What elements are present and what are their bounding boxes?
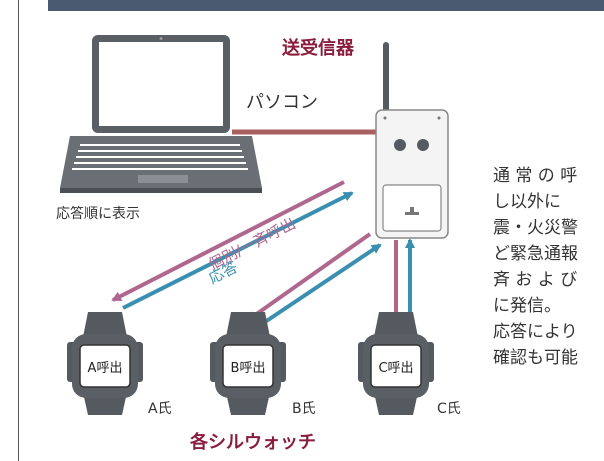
call-arrow-b — [246, 232, 372, 322]
display-order-label: 応答順に表示 — [56, 206, 140, 222]
description-line: し以外に — [493, 192, 561, 212]
description-line: ど緊急通報 — [493, 244, 578, 264]
description-line: 斉 お よ び — [493, 270, 578, 290]
transceiver-device — [375, 109, 449, 239]
response-arrow-b — [254, 243, 382, 330]
watches-caption: 各シルウォッチ — [190, 432, 316, 453]
watch-c-screen: C呼出 — [378, 361, 413, 376]
watch-a-screen: A呼出 — [88, 361, 123, 376]
call-arrow-a — [111, 180, 345, 302]
watch-b-owner: B氏 — [292, 401, 316, 417]
watch-c-icon — [358, 312, 434, 415]
description-line: に発信。 — [493, 296, 561, 316]
description-line: 震・火災警 — [493, 218, 578, 238]
left-border — [18, 0, 19, 461]
laptop-icon — [60, 35, 262, 193]
pc-label: パソコン — [246, 92, 318, 113]
watch-b-icon — [210, 312, 286, 415]
transceiver-label: 送受信器 — [282, 38, 354, 59]
watch-a-icon — [67, 312, 143, 415]
response-arrow-a — [122, 191, 354, 310]
description-line: 応答により — [493, 322, 578, 342]
header-bar — [48, 0, 604, 11]
description-text: 通 常 の 呼 し以外に 震・火災警 ど緊急通報 斉 お よ び に発信。 応答… — [493, 163, 604, 371]
watch-a-owner: A氏 — [148, 401, 172, 417]
description-line: 通 常 の 呼 — [493, 166, 578, 186]
watch-b-screen: B呼出 — [231, 361, 266, 376]
watch-c-owner: C氏 — [437, 401, 461, 417]
description-line: 確認も可能 — [493, 348, 578, 368]
